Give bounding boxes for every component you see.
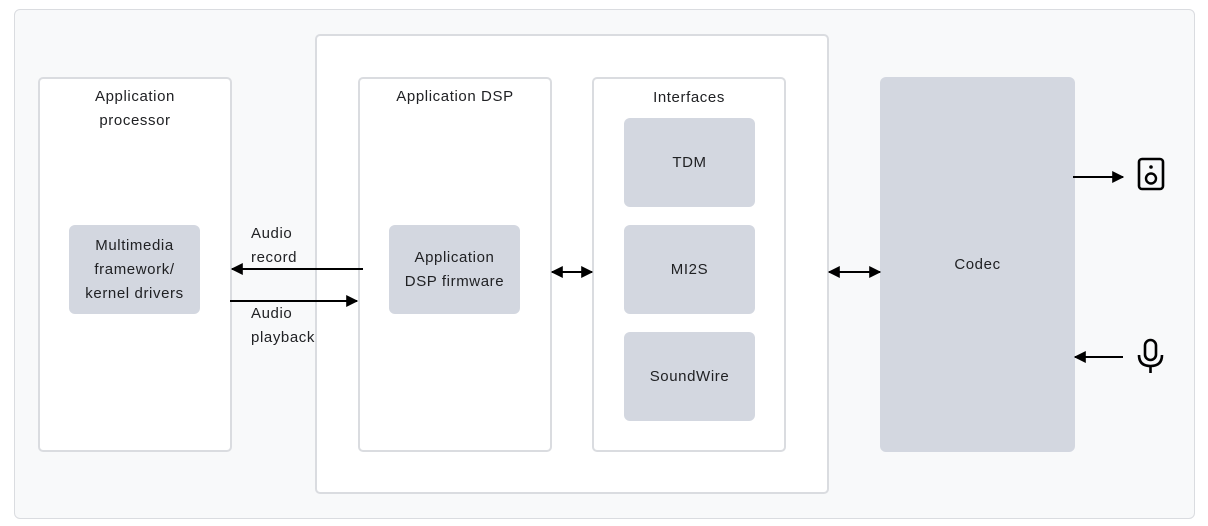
multimedia-framework-box: Multimedia framework/ kernel drivers <box>69 225 200 314</box>
audio-record-label: Audio record <box>251 225 298 266</box>
application-processor-title: Application processor <box>95 88 175 129</box>
audio-playback-label: Audio playback <box>251 305 316 346</box>
microphone-icon <box>1137 338 1164 373</box>
interface-tdm-box: TDM <box>624 118 755 207</box>
application-dsp-title: Application DSP <box>396 88 514 105</box>
interfaces-title: Interfaces <box>653 89 725 106</box>
interface-mi2s-box: MI2S <box>624 225 755 314</box>
interface-soundwire-box: SoundWire <box>624 332 755 421</box>
codec-box: Codec <box>880 77 1075 452</box>
speaker-icon <box>1137 157 1165 191</box>
dsp-firmware-box: Application DSP firmware <box>389 225 520 314</box>
